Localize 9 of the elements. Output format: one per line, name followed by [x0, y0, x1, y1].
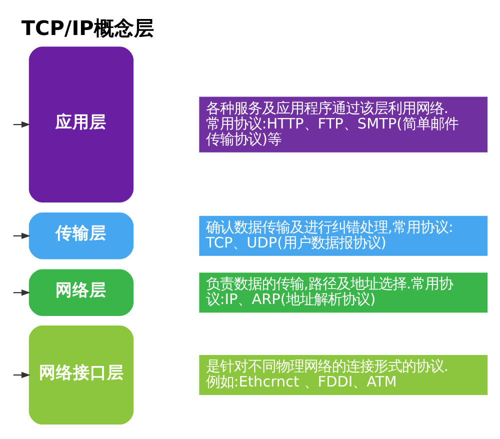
node-box: 负责数据的传输,路径及地址选择.常用协议:IP、ARP(地址解析协议): [199, 272, 488, 312]
node-box: 网络层: [28, 268, 134, 316]
node-box: 各种服务及应用程序通过该层利用网络.常用协议:HTTP、FTP、SMTP(简单邮件传输协议)等: [199, 96, 488, 152]
diagram-title: TCP/IP概念层: [21, 15, 154, 40]
node-box: 是针对不同物理网络的连接形式的协议.例如:Ethcrnct 、FDDI、ATM: [199, 354, 488, 395]
node-box: 网络接口层: [28, 324, 134, 424]
node-box: 应用层: [28, 46, 134, 202]
node-box: 传输层: [28, 212, 134, 259]
node-box: 确认数据传输及进行纠错处理,常用协议:TCP、UDP(用户数据报协议): [199, 215, 488, 256]
